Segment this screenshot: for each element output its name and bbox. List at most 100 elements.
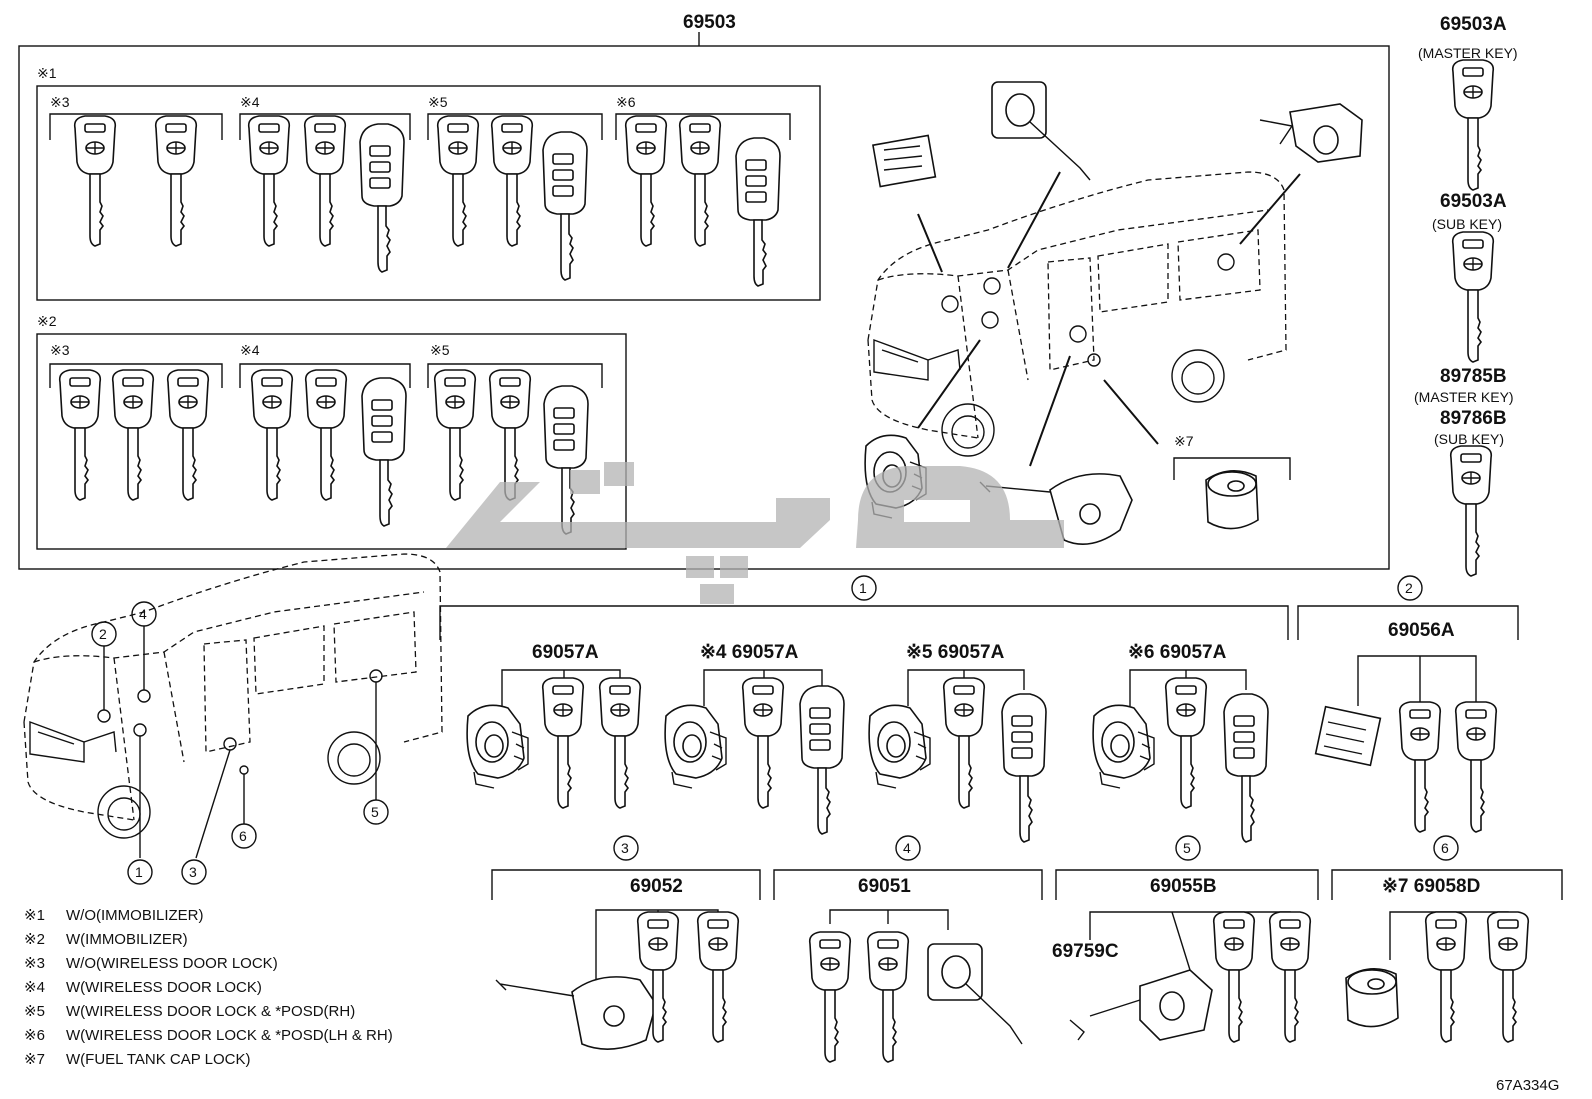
remote-key-icon: [359, 123, 405, 273]
note-mark-4: ※4: [24, 979, 45, 996]
set3-part: 69052: [630, 876, 683, 897]
note-text-2: W(IMMOBILIZER): [66, 931, 188, 948]
remote-key-icon: [799, 685, 845, 835]
lock-cylinder-icon: [1092, 704, 1155, 789]
note-mark-3: ※3: [24, 955, 45, 972]
callout-5: 5: [371, 804, 379, 820]
note-text-5: W(WIRELESS DOOR LOCK & *POSD(RH): [66, 1003, 355, 1020]
set1-part-b: ※4 69057A: [700, 642, 799, 663]
note-text-7: W(FUEL TANK CAP LOCK): [66, 1051, 250, 1068]
group1-sub-3: ※3: [50, 94, 70, 110]
callout-2: 2: [99, 626, 107, 642]
remote-key-icon: [543, 385, 589, 535]
set1-part-d: ※6 69057A: [1128, 642, 1227, 663]
key-icon: [942, 677, 986, 809]
key-icon: [1212, 911, 1256, 1043]
key-icon: [304, 369, 348, 501]
lock-cylinder-icon: [1069, 969, 1213, 1041]
remote-key-icon: [735, 137, 781, 287]
key-icon: [488, 369, 532, 501]
group2-mark: ※2: [37, 313, 57, 329]
desc-sub-key: (SUB KEY): [1432, 216, 1502, 232]
group2-sub-4: ※4: [240, 342, 260, 358]
group1-sub-5: ※5: [428, 94, 448, 110]
set4-number: 4: [903, 840, 911, 856]
key-icon: [1451, 59, 1495, 191]
key-icon: [250, 369, 294, 501]
key-icon: [1486, 911, 1530, 1043]
key-icon: [433, 369, 477, 501]
callout-6: 6: [239, 828, 247, 844]
set3-number: 3: [621, 840, 629, 856]
set2-number: 2: [1405, 580, 1413, 596]
key-icon: [541, 677, 585, 809]
remote-key-icon: [1001, 693, 1047, 843]
lock-cylinder-icon: [664, 704, 727, 789]
lock-cylinder-icon: [991, 81, 1091, 181]
lock-cylinder-icon: [1205, 470, 1259, 530]
lock-cylinder-icon: [979, 473, 1133, 546]
set5-number: 5: [1183, 840, 1191, 856]
key-icon: [1164, 677, 1208, 809]
lock-cylinder-icon: [872, 134, 937, 188]
note-mark-7: ※7: [24, 1051, 45, 1068]
set1-part-c: ※5 69057A: [906, 642, 1005, 663]
lock-cylinder-icon: [927, 943, 1023, 1045]
lock-cylinder-icon: [1314, 705, 1382, 767]
key-icon: [1454, 701, 1498, 833]
set1-number: 1: [859, 580, 867, 596]
key-icon: [1398, 701, 1442, 833]
key-icon: [73, 115, 117, 247]
group2-sub-5: ※5: [430, 342, 450, 358]
note-text-4: W(WIRELESS DOOR LOCK): [66, 979, 262, 996]
set1-part-a: 69057A: [532, 642, 599, 663]
set6-number: 6: [1441, 840, 1449, 856]
note-text-1: W/O(IMMOBILIZER): [66, 907, 204, 924]
key-icon: [678, 115, 722, 247]
key-icon: [624, 115, 668, 247]
key-icon: [436, 115, 480, 247]
note-mark-6: ※6: [24, 1027, 45, 1044]
key-icon: [166, 369, 210, 501]
key-icon: [1451, 231, 1495, 363]
part-69503A-master: 69503A: [1440, 14, 1507, 35]
callout-4: 4: [139, 606, 147, 622]
part-89786B: 89786B: [1440, 408, 1507, 429]
lock-cylinder-icon: [1345, 968, 1399, 1028]
set5-subpart: 69759C: [1052, 941, 1119, 962]
group2-sub-3: ※3: [50, 342, 70, 358]
remote-key-icon: [361, 377, 407, 527]
lock-cylinder-icon: [1259, 103, 1363, 163]
remote-key-icon: [1223, 693, 1269, 843]
key-icon: [866, 931, 910, 1063]
lock-cylinder-icon: [466, 704, 529, 789]
lock-cylinder-icon: [495, 976, 657, 1050]
van-icon: [867, 171, 1287, 457]
part-number-69503: 69503: [683, 12, 736, 33]
set2-part: 69056A: [1388, 620, 1455, 641]
key-icon: [1268, 911, 1312, 1043]
key-icon: [808, 931, 852, 1063]
group1-sub-6: ※6: [616, 94, 636, 110]
van-icon: [23, 553, 443, 839]
note-text-3: W/O(WIRELESS DOOR LOCK): [66, 955, 278, 972]
note-mark-1: ※1: [24, 907, 45, 924]
key-icon: [111, 369, 155, 501]
watermark-logo: [446, 462, 1064, 604]
note-mark-5: ※5: [24, 1003, 45, 1020]
part-69503A-sub: 69503A: [1440, 191, 1507, 212]
key-icon: [247, 115, 291, 247]
key-icon: [598, 677, 642, 809]
key-icon: [1424, 911, 1468, 1043]
callout-1: 1: [135, 864, 143, 880]
set5-part: 69055B: [1150, 876, 1217, 897]
key-icon: [154, 115, 198, 247]
part-89785B: 89785B: [1440, 366, 1507, 387]
set4-part: 69051: [858, 876, 911, 897]
set6-part: ※7 69058D: [1382, 876, 1480, 897]
callout-3: 3: [189, 864, 197, 880]
desc-master-key: (MASTER KEY): [1418, 45, 1518, 61]
fuel-lock-mark: ※7: [1174, 433, 1194, 449]
key-icon: [490, 115, 534, 247]
